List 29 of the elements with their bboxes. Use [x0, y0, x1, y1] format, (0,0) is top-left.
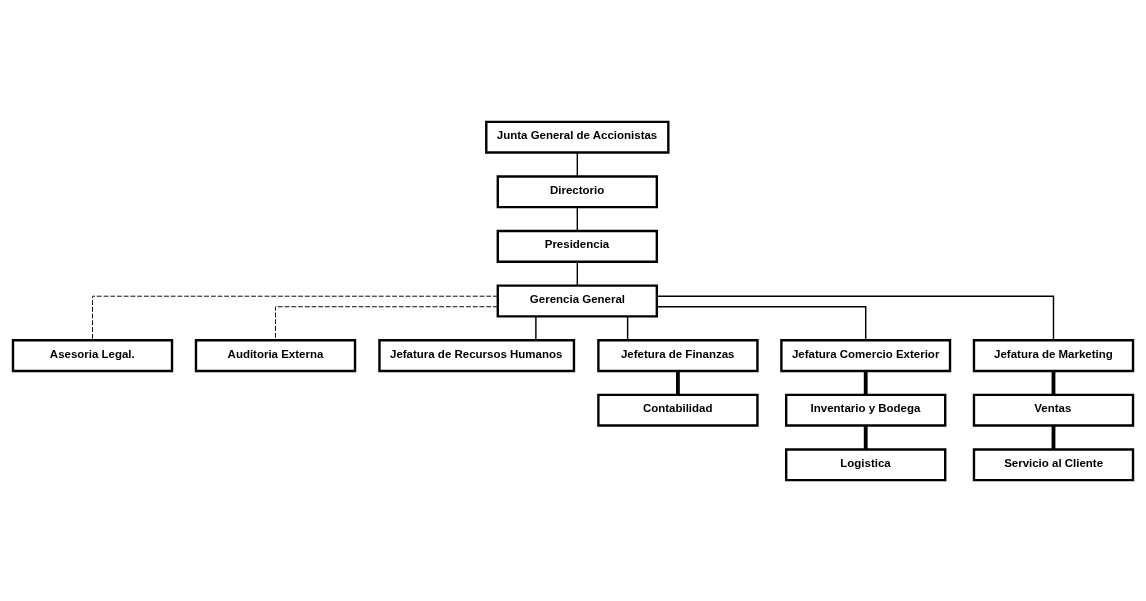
node-box: Auditoria Externa: [194, 338, 357, 372]
connector: [863, 425, 868, 449]
node-box: Ventas: [972, 393, 1135, 427]
node-box: Jefetura de Finanzas: [597, 338, 759, 372]
node-box: Presidencia: [496, 229, 659, 263]
connector: [275, 305, 499, 341]
node-box: Gerencia General: [496, 283, 659, 318]
connector: [1051, 425, 1056, 449]
node-box: Directorio: [496, 174, 659, 208]
connector: [535, 315, 537, 341]
node-box: Asesoria Legal.: [11, 338, 174, 372]
connector: [92, 295, 498, 340]
node-box: Jefatura de Recursos Humanos: [378, 338, 576, 372]
connector: [576, 206, 579, 232]
node-box: Contabilidad: [597, 393, 759, 427]
connector: [656, 305, 867, 341]
connector: [626, 315, 629, 341]
node-box: Logistica: [784, 447, 947, 481]
node-box: Jefatura de Marketing: [972, 338, 1135, 372]
node-box: Junta General de Accionistas: [485, 120, 670, 154]
node-box: Inventario y Bodega: [784, 393, 947, 427]
connector: [676, 370, 680, 395]
node-box: Servicio al Cliente: [972, 447, 1135, 481]
node-box: Jefatura Comercio Exterior: [780, 338, 952, 372]
connector: [576, 151, 579, 177]
connector: [863, 370, 868, 395]
connector: [656, 295, 1055, 341]
connector: [1051, 370, 1056, 395]
connector: [576, 260, 579, 286]
